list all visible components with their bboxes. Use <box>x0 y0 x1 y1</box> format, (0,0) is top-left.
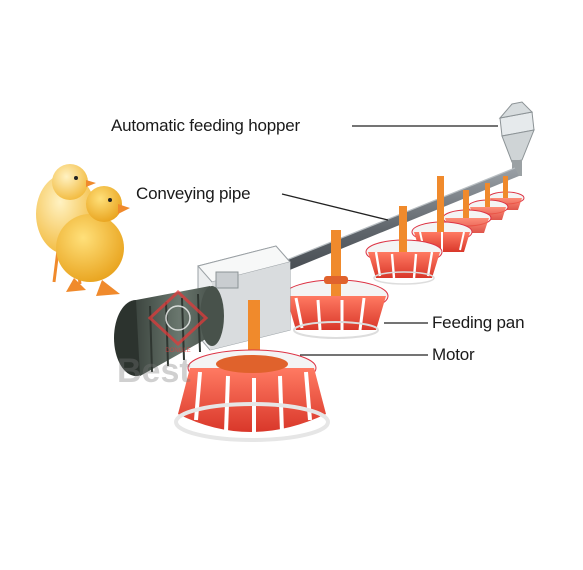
feeding-hopper <box>498 101 535 176</box>
label-motor: Motor <box>432 345 475 364</box>
label-feeding-pan: Feeding pan <box>432 313 525 332</box>
watermark-logo-text: DONGLE <box>165 348 190 354</box>
motor-unit <box>114 245 291 376</box>
pipe-leader-line <box>281 193 389 221</box>
watermark-text: Best <box>117 352 191 390</box>
feeding-pan-2 <box>365 206 443 285</box>
label-automatic-feeding-hopper: Automatic feeding hopper <box>111 116 300 135</box>
leader-lines <box>281 125 498 356</box>
label-conveying-pipe: Conveying pipe <box>136 184 251 203</box>
feeding-pan-front <box>174 300 330 442</box>
feeding-pan-3 <box>411 176 473 252</box>
watermark-logo: DONGLE <box>147 289 209 354</box>
duckling-illustration <box>56 186 130 296</box>
feeding-pan-1 <box>283 230 389 339</box>
feeding-pan-4 <box>442 190 492 233</box>
